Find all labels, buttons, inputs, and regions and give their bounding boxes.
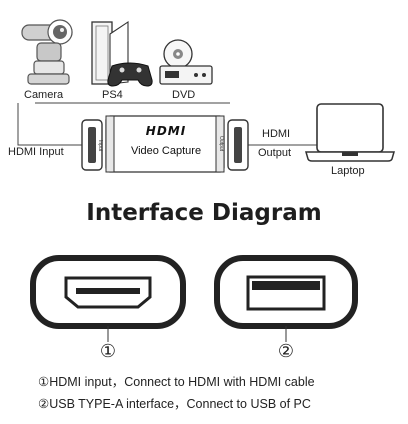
output-side-tag: Output (218, 136, 224, 152)
laptop-icon (305, 103, 395, 162)
webcam-icon (21, 19, 73, 85)
hdmi-input-plug-icon (81, 119, 103, 171)
hdmi-output-label-top: HDMI (262, 128, 291, 140)
hdmi-port-description: ①HDMI input，Connect to HDMI with HDMI ca… (38, 375, 315, 389)
hdmi-cable-lines (17, 102, 318, 146)
dvd-label: DVD (172, 89, 196, 101)
usb-port-number: ② (277, 341, 295, 362)
diagram-title: Interface Diagram (86, 200, 322, 226)
game-controller-icon (107, 62, 153, 87)
ps4-label: PS4 (102, 89, 123, 101)
hdmi-input-label: HDMI Input (8, 146, 64, 158)
video-capture-label: Video Capture (130, 145, 202, 157)
hdmi-output-plug-icon (227, 119, 249, 171)
capture-device-box (105, 115, 225, 173)
connection-schematic (17, 19, 395, 173)
hdmi-port-icon (30, 255, 186, 329)
hdmi-port-number: ① (99, 341, 117, 362)
laptop-label: Laptop (331, 165, 365, 177)
dvd-player-icon (159, 39, 213, 85)
hdmi-output-label-bottom: Output (258, 147, 292, 159)
hdmi-logo: HDMI (145, 124, 187, 138)
usb-a-port-icon (214, 255, 358, 329)
camera-label: Camera (24, 89, 64, 101)
usb-port-description: ②USB TYPE-A interface，Connect to USB of … (38, 397, 311, 411)
input-side-tag: Input (97, 140, 103, 152)
port-closeups (30, 255, 358, 342)
